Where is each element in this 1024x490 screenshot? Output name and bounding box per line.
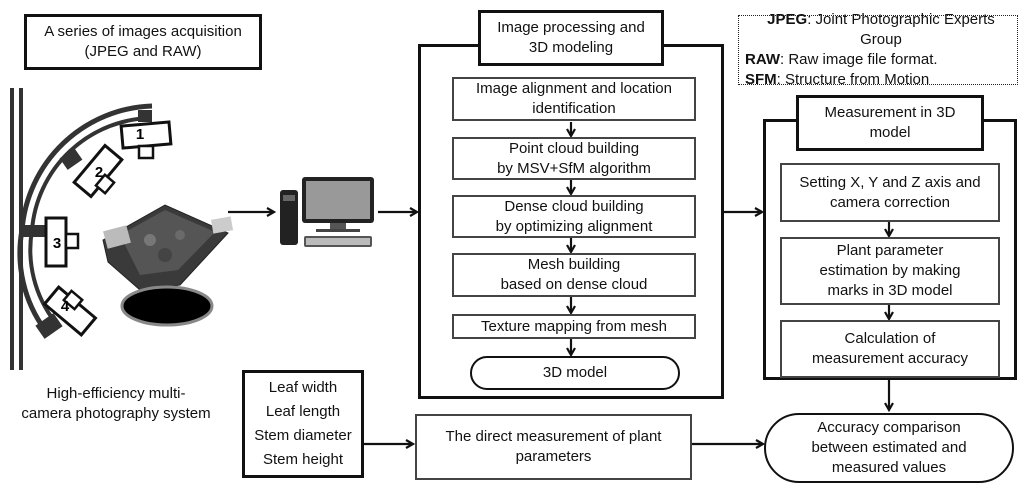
acquisition-title-line-2: (JPEG and RAW)	[84, 43, 202, 60]
step-4-line-1: Mesh building	[527, 256, 621, 273]
acquisition-title-line-1: A series of images acquisition	[44, 23, 242, 40]
step-1-line-1: Image alignment and location	[476, 80, 672, 97]
3d-model-label: 3D model	[542, 364, 608, 381]
rig-arc-outer	[19, 103, 153, 231]
processing-step-1: Image alignment and location identificat…	[452, 77, 696, 121]
parameter-stem-height: Stem height	[262, 451, 344, 468]
measurement-step-1: Setting X, Y and Z axis and camera corre…	[780, 163, 1000, 222]
camera-label-4: 4	[61, 298, 70, 315]
camera-3	[44, 216, 80, 268]
camera-1	[119, 120, 173, 160]
direct-measurement-line-2: parameters	[515, 448, 592, 465]
measurement-step-2: Plant parameter estimation by making mar…	[780, 237, 1000, 305]
processing-step-5: Texture mapping from mesh	[452, 314, 696, 339]
step-3-line-2: by optimizing alignment	[495, 217, 653, 235]
acquisition-title-box: A series of images acquisition (JPEG and…	[24, 14, 262, 70]
step-4-line-2: based on dense cloud	[500, 276, 648, 293]
camera-rig-illustration: 1 2 3 4	[10, 88, 234, 370]
rig-arc-lower-outer	[17, 229, 48, 332]
abbreviation-legend: JPEG: Joint Photographic Experts Group R…	[738, 11, 1018, 88]
camera-4	[42, 285, 98, 337]
parameter-leaf-length: Leaf length	[265, 403, 341, 420]
comparison-line-2: between estimated and	[811, 439, 967, 456]
legend-term-raw: RAW	[745, 51, 780, 68]
legend-def-raw: : Raw image file format.	[780, 51, 938, 68]
legend-term-jpeg: JPEG	[767, 11, 808, 28]
mstep-2-line-3: marks in 3D model	[827, 282, 953, 299]
measurement-title-line-2: model	[869, 124, 911, 141]
accuracy-comparison-terminal: Accuracy comparison between estimated an…	[764, 413, 1014, 483]
camera-label-2: 2	[95, 164, 103, 181]
desktop-computer-icon	[280, 177, 374, 247]
processing-title-line-1: Image processing and	[497, 19, 645, 36]
camera-2	[72, 143, 124, 199]
step-1-line-2: identification	[532, 100, 616, 117]
measurement-step-3: Calculation of measurement accuracy	[780, 320, 1000, 378]
mstep-3-line-2: measurement accuracy	[812, 350, 968, 367]
direct-measurement-box: The direct measurement of plant paramete…	[415, 414, 692, 480]
rig-pole-left	[10, 88, 14, 370]
mstep-1-line-1: Setting X, Y and Z axis and	[799, 173, 981, 191]
system-caption: High-efficiency multi- camera photograph…	[0, 384, 232, 424]
mstep-2-line-2: estimation by making	[819, 262, 961, 279]
legend-item-raw: RAW: Raw image file format.	[745, 50, 938, 70]
mstep-3-line-1: Calculation of	[844, 330, 936, 347]
direct-measurement-line-1: The direct measurement of plant	[445, 428, 662, 445]
step-2-line-1: Point cloud building	[508, 139, 640, 157]
system-caption-line-2: camera photography system	[21, 405, 211, 422]
processing-title-box: Image processing and 3D modeling	[478, 10, 664, 66]
mstep-2-line-1: Plant parameter	[836, 242, 944, 259]
legend-item-jpeg: JPEG: Joint Photographic Experts Group	[745, 10, 1017, 50]
camera-label-3: 3	[53, 235, 61, 252]
measurement-title-line-1: Measurement in 3D	[824, 104, 956, 121]
system-caption-line-1: High-efficiency multi-	[46, 385, 186, 402]
plant-parameters-box: Leaf width Leaf length Stem diameter Ste…	[242, 370, 364, 478]
legend-term-sfm: SFM	[745, 71, 777, 88]
step-2-line-2: by MSV+SfM algorithm	[497, 159, 651, 177]
legend-def-jpeg: : Joint Photographic Experts Group	[807, 11, 995, 48]
processing-step-3: Dense cloud building by optimizing align…	[452, 195, 696, 238]
parameter-stem-diameter: Stem diameter	[254, 427, 352, 444]
parameter-leaf-width: Leaf width	[268, 379, 338, 396]
step-3-line-1: Dense cloud building	[504, 197, 644, 215]
step-5-line-1: Texture mapping from mesh	[481, 317, 667, 335]
rig-arc-lower-inner	[28, 229, 57, 324]
legend-def-sfm: : Structure from Motion	[776, 71, 930, 88]
turntable	[120, 285, 214, 327]
legend-item-sfm: SFM: Structure from Motion	[745, 70, 929, 90]
mstep-1-line-2: camera correction	[829, 193, 951, 211]
plant-tray-image	[102, 204, 234, 291]
measurement-title-box: Measurement in 3D model	[796, 95, 984, 151]
comparison-line-3: measured values	[831, 459, 947, 476]
processing-step-4: Mesh building based on dense cloud	[452, 253, 696, 297]
camera-label-1: 1	[136, 126, 144, 143]
processing-title-line-2: 3D modeling	[528, 39, 614, 56]
comparison-line-1: Accuracy comparison	[817, 419, 961, 436]
processing-step-2: Point cloud building by MSV+SfM algorith…	[452, 137, 696, 180]
3d-model-terminal: 3D model	[470, 356, 680, 390]
